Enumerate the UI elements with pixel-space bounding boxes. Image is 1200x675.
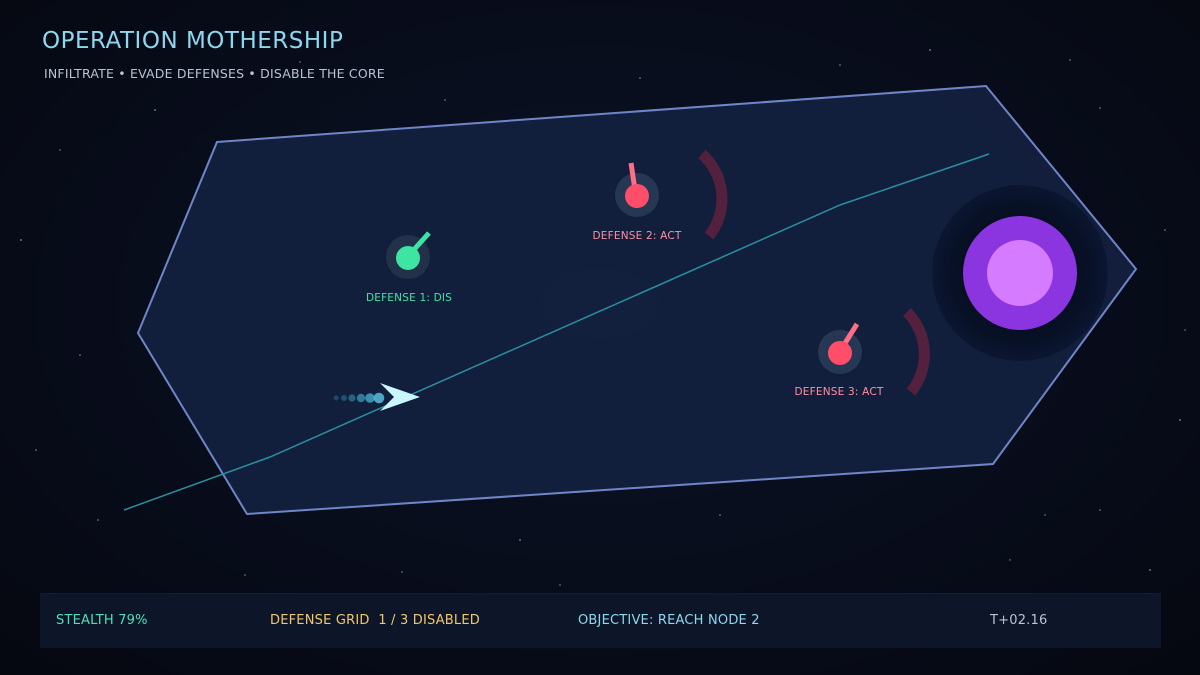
mission-subtitle: INFILTRATE • EVADE DEFENSES • DISABLE TH…	[44, 66, 385, 81]
defense-1-dome	[396, 246, 420, 270]
stealth-readout: STEALTH 79%	[56, 613, 148, 628]
defense-2-threat-arc	[698, 149, 728, 240]
defense-2-dome	[625, 184, 649, 208]
defense-grid-readout: DEFENSE GRID 1 / 3 DISABLED	[270, 613, 480, 628]
defense-2-turret[interactable]: DEFENSE 2: ACT	[593, 162, 682, 242]
starfield	[20, 49, 1186, 586]
player-ship[interactable]	[333, 383, 421, 411]
player-trail	[333, 392, 385, 404]
defense-3-turret[interactable]: DEFENSE 3: ACT	[795, 322, 884, 398]
infiltration-route	[123, 153, 990, 511]
defense-2-label: DEFENSE 2: ACT	[593, 230, 682, 242]
mission-timer: T+02.16	[990, 613, 1048, 628]
objective-readout: OBJECTIVE: REACH NODE 2	[578, 613, 760, 628]
defense-3-threat-arc	[902, 308, 930, 396]
core-inner	[987, 240, 1053, 306]
status-bar: STEALTH 79% DEFENSE GRID 1 / 3 DISABLED …	[40, 593, 1161, 648]
page-title: OPERATION MOTHERSHIP	[42, 28, 344, 54]
player-ship-icon	[380, 383, 420, 411]
mothership-core[interactable]	[932, 185, 1108, 361]
defense-1-turret[interactable]: DEFENSE 1: DIS	[366, 231, 452, 304]
defense-3-dome	[828, 341, 852, 365]
defense-3-label: DEFENSE 3: ACT	[795, 386, 884, 398]
defense-1-label: DEFENSE 1: DIS	[366, 292, 452, 304]
